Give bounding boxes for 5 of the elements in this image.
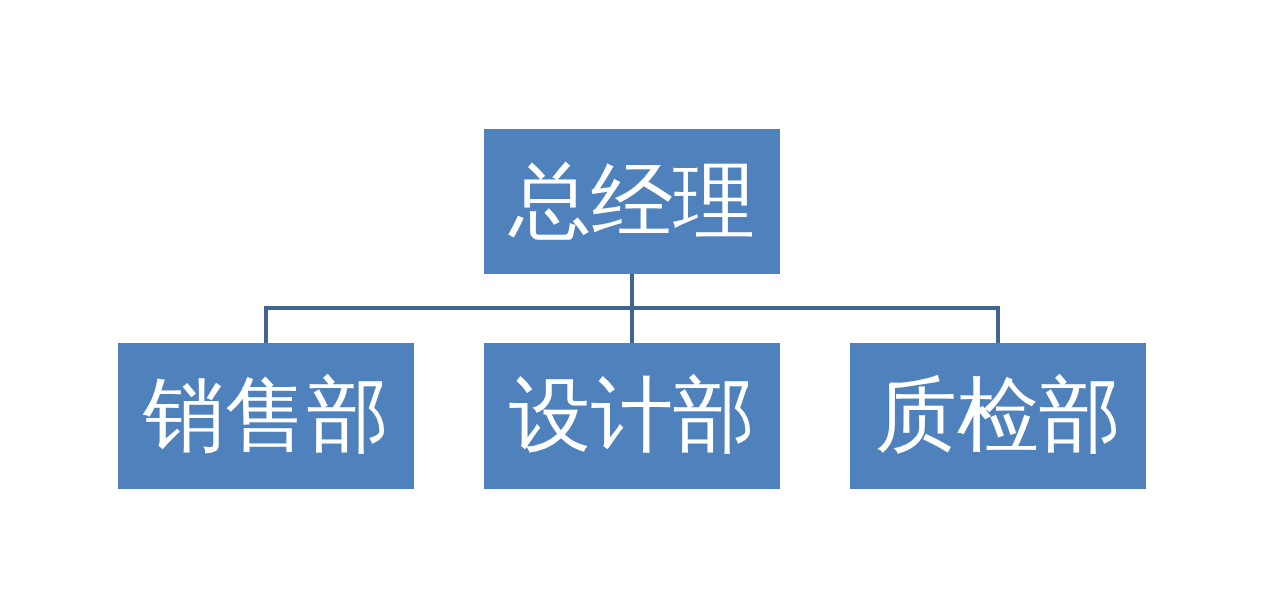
department-box: 销售部: [118, 343, 414, 489]
connector-line: [630, 274, 1000, 343]
manager-box: 总经理: [484, 129, 780, 274]
department-box: 设计部: [484, 343, 780, 489]
department-box: 质检部: [850, 343, 1146, 489]
